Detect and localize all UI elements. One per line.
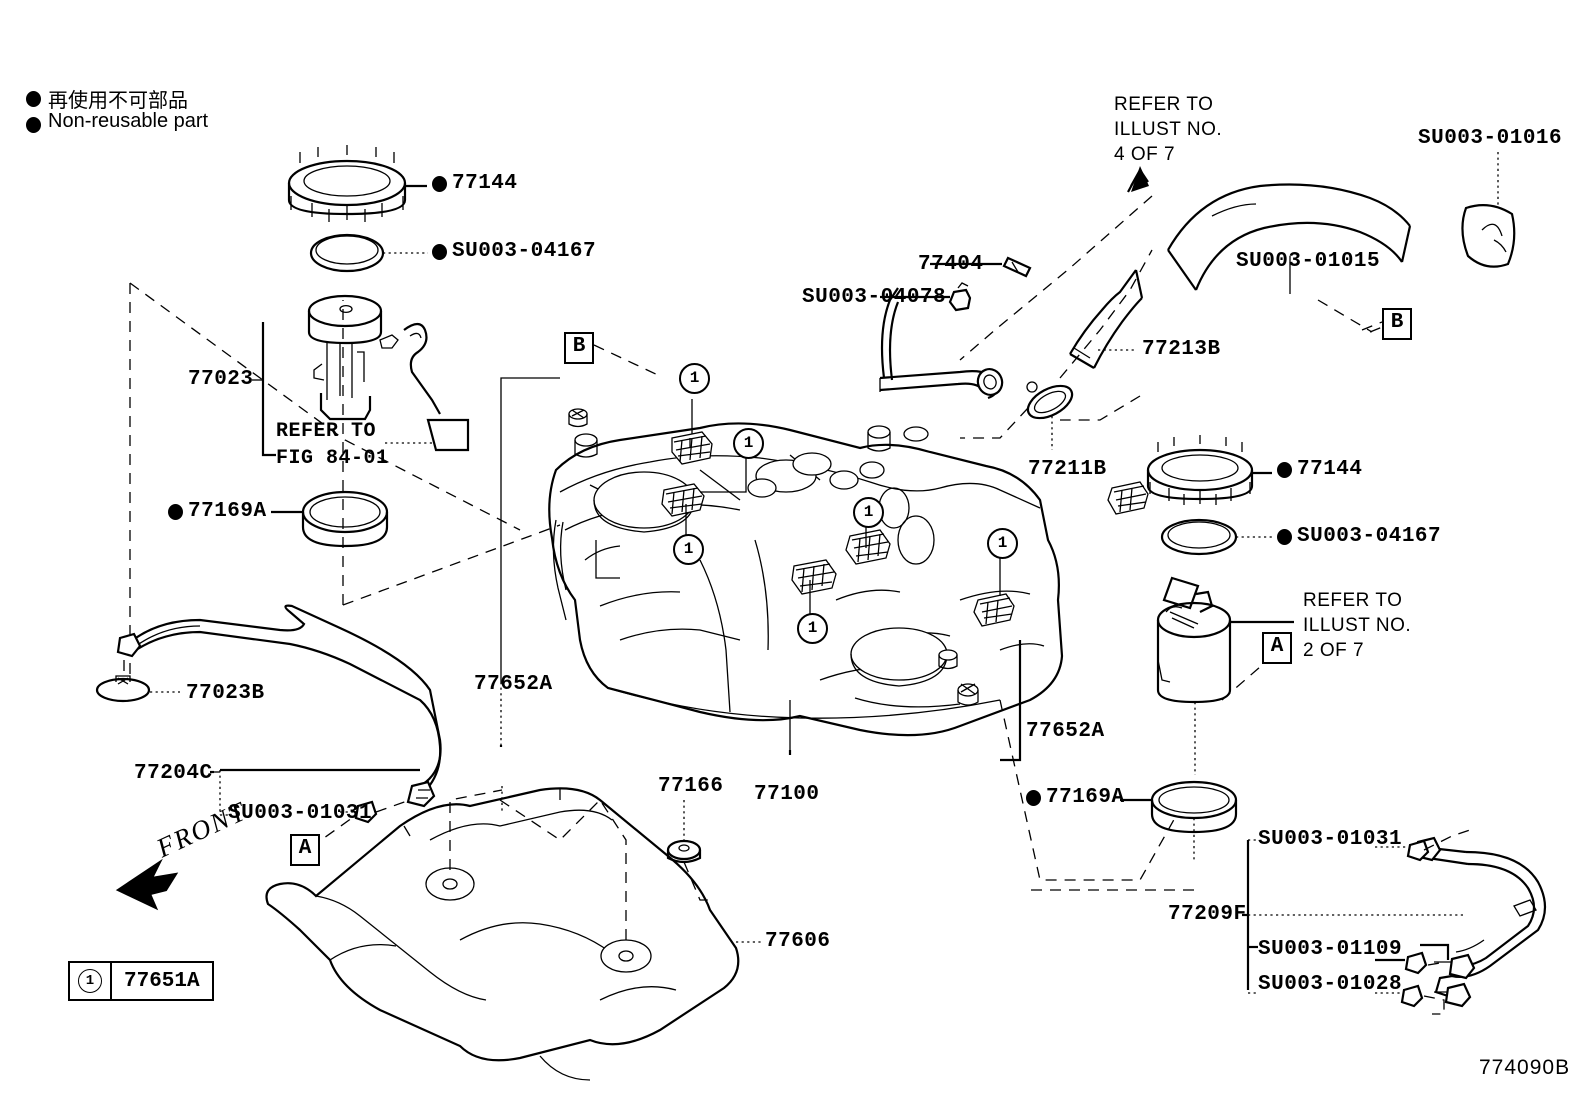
leader-77652A-left (500, 377, 560, 682)
label-77023B: 77023B (186, 682, 265, 705)
bullet-77169A-left (168, 504, 183, 520)
grommet-77166 (666, 839, 702, 864)
label-77211B: 77211B (1028, 458, 1107, 481)
lock-ring-top-left (287, 145, 407, 222)
gasket-top-left (309, 233, 385, 273)
fuel-lines-77209F (1414, 836, 1547, 1008)
front-arrow (115, 858, 179, 911)
front-label-text: FRONT (152, 795, 252, 864)
clip-su003-01109 (1404, 951, 1428, 975)
label-77213B: 77213B (1142, 338, 1221, 361)
bullet-su003-04167-right (1277, 529, 1292, 545)
label-77144-left: 77144 (452, 172, 518, 195)
label-77166: 77166 (658, 775, 724, 798)
label-77204C: 77204C (134, 762, 213, 785)
label-77169A-left: 77169A (188, 500, 267, 523)
tank-protector-77606 (265, 787, 740, 1081)
refer-4of7-line3: 4 OF 7 (1114, 144, 1176, 165)
hose-77213B (1069, 269, 1144, 369)
key-legend-marker-cell: 1 (70, 963, 112, 999)
leader-77652A-right (1000, 640, 1022, 762)
oring-right (1150, 780, 1238, 834)
refer-fig-84-01: REFER TO FIG 84-01 (276, 418, 389, 472)
label-su003-01031-left: SU003-01031 (228, 802, 373, 825)
b-leader-left (593, 344, 661, 377)
label-su003-01028: SU003-01028 (1258, 973, 1403, 996)
clip-su003-01028 (1400, 984, 1424, 1008)
label-77023: 77023 (188, 368, 254, 391)
label-su003-01015: SU003-01015 (1236, 250, 1381, 273)
bullet-77144-left (432, 176, 447, 192)
ref-box-a-right: A (1262, 632, 1292, 664)
label-77404: 77404 (918, 253, 984, 276)
label-77144-right: 77144 (1297, 458, 1363, 481)
refer-fig-line1: REFER TO (276, 420, 377, 443)
bracket-77023 (261, 322, 276, 457)
label-su003-04167-right: SU003-04167 (1297, 525, 1442, 548)
fuel-tank-body (548, 408, 1064, 737)
label-77100: 77100 (754, 783, 820, 806)
refer-illust-2of7: REFER TO ILLUST NO. 2 OF 7 (1303, 588, 1411, 663)
diagram-code: 774090B (1479, 1056, 1571, 1079)
label-su003-01031-right: SU003-01031 (1258, 828, 1403, 851)
part-su003-01016 (1461, 203, 1516, 268)
refer-2of7-line2: ILLUST NO. (1303, 615, 1412, 636)
refer-4of7-line2: ILLUST NO. (1114, 119, 1223, 140)
marker-1-a: 1 (679, 363, 710, 394)
bullet-su003-04167-left (432, 244, 447, 260)
label-77652A-left: 77652A (474, 673, 553, 696)
refer-illust-4of7: REFER TO ILLUST NO. 4 OF 7 (1114, 92, 1222, 167)
bullet-77169A-right (1026, 790, 1041, 806)
cap-77023B (95, 675, 151, 703)
bullet-77144-right (1277, 462, 1292, 478)
tube-77404 (1002, 256, 1032, 278)
label-su003-04078: SU003-04078 (802, 286, 947, 309)
refer-fig-line2: FIG 84-01 (276, 447, 389, 470)
marker-1-d: 1 (797, 613, 828, 644)
label-77169A-right: 77169A (1046, 786, 1125, 809)
legend-bullet-en (26, 117, 41, 133)
clamp-markers-group (661, 399, 1149, 627)
explode-4of7 (959, 195, 1153, 361)
refer-2of7-line3: 2 OF 7 (1303, 640, 1365, 661)
key-legend-partno: 77651A (124, 969, 200, 993)
label-77652A-right: 77652A (1026, 720, 1105, 743)
refer-2of7-line1: REFER TO (1303, 590, 1403, 611)
label-su003-01016: SU003-01016 (1418, 127, 1563, 150)
gasket-right (1160, 518, 1238, 556)
lock-ring-right (1146, 435, 1254, 505)
hose-su003-01015 (1167, 183, 1412, 291)
marker-1-c: 1 (673, 534, 704, 565)
legend-japanese: 再使用不可部品 (48, 88, 188, 112)
clip-su003-01031-right (1406, 839, 1430, 862)
cap-77211B (1026, 381, 1074, 420)
refer-4of7-line1: REFER TO (1114, 94, 1214, 115)
marker-1-f: 1 (987, 528, 1018, 559)
filter-unit-right (1156, 576, 1232, 704)
label-su003-04167-left: SU003-04167 (452, 240, 597, 263)
oring-left (301, 490, 389, 548)
legend-bullet-jp (26, 91, 41, 107)
ref-box-b-center: B (564, 332, 594, 364)
legend-english: Non-reusable part (48, 110, 209, 132)
key-legend-box: 1 77651A (68, 961, 214, 1001)
ref-box-b-right: B (1382, 308, 1412, 340)
label-77209F: 77209F (1168, 903, 1247, 926)
ref-box-a-left: A (290, 834, 320, 866)
clip-su003-04078 (948, 282, 972, 312)
key-legend-marker: 1 (78, 969, 102, 993)
label-su003-01109: SU003-01109 (1258, 938, 1403, 961)
front-arrow-label: FRONT (152, 796, 252, 864)
label-77606: 77606 (765, 930, 831, 953)
marker-1-e: 1 (853, 497, 884, 528)
marker-1-b: 1 (733, 428, 764, 459)
